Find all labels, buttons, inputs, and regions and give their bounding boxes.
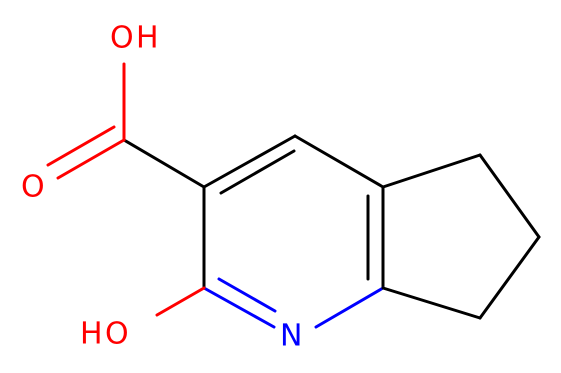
bond-ring-n-c2 <box>202 286 276 329</box>
bond-ring-c3-c4-inner <box>219 149 296 195</box>
atom-labels: O H O H O N <box>21 21 302 354</box>
nitrogen-label: N <box>280 319 302 354</box>
hydroxyl-bottom-oxygen-label: O <box>105 317 129 352</box>
hydroxyl-top-hydrogen-label: H <box>136 21 159 56</box>
bond-ring-c3-c4 <box>202 134 297 189</box>
hydroxyl-bottom-hydrogen-label: H <box>80 317 103 352</box>
bond-c2-oh <box>155 286 206 317</box>
bond-carboxyl-c-o-double-a <box>56 138 126 180</box>
bond-ring-c7a-n <box>314 286 385 329</box>
carbonyl-oxygen-label: O <box>21 170 45 205</box>
bond-c5-c6 <box>478 153 541 239</box>
bond-c6-c7 <box>478 235 541 320</box>
bond-c4a-c5 <box>381 153 482 189</box>
bond-ring-n-c2-inner <box>217 277 277 313</box>
bond-ring-c4-c4a <box>293 134 385 189</box>
bond-carboxyl-c-ring <box>122 138 206 189</box>
hydroxyl-top-oxygen-label: O <box>110 21 134 56</box>
bond-c7-c7a <box>381 286 482 320</box>
bond-group <box>46 62 541 329</box>
bond-carboxyl-c-o-double-b <box>46 125 116 167</box>
